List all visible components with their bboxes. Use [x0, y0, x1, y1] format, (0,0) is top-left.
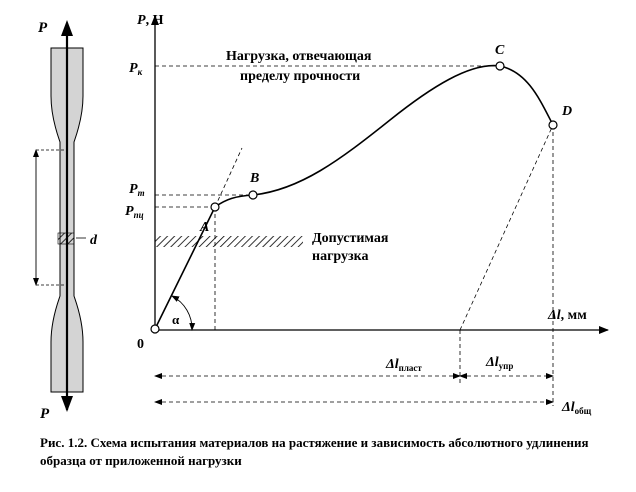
pk-label: Pк — [129, 61, 143, 77]
allowable-load-label-2: нагрузка — [312, 249, 369, 264]
pt-label: Pт — [129, 182, 145, 198]
angle-arc-icon — [171, 295, 196, 331]
guide-lines — [155, 65, 554, 406]
curve-points — [150, 61, 558, 334]
ultimate-load-label-2: пределу прочности — [240, 69, 360, 84]
point-a-label: A — [199, 220, 209, 235]
x-axis-label: Δl, мм — [547, 308, 587, 323]
unloading-line — [459, 124, 554, 331]
figure-caption: Рис. 1.2. Схема испытания материалов на … — [40, 435, 589, 468]
allowable-load-band — [155, 236, 303, 247]
point-d — [548, 120, 558, 130]
cross-section-hatch — [57, 232, 75, 245]
ppts-label: Pпц — [125, 204, 144, 220]
point-b — [248, 190, 258, 200]
load-elongation-curve — [154, 64, 554, 330]
ultimate-load-label-1: Нагрузка, отвечающая — [226, 49, 372, 64]
elongation-dimensions: Δlпласт Δlупр Δlобщ — [154, 330, 592, 416]
point-a — [210, 202, 220, 212]
force-arrow-bottom-icon — [61, 396, 73, 412]
specimen: P P d — [33, 20, 98, 422]
point-b-label: B — [249, 171, 259, 186]
point-c — [495, 61, 505, 71]
elastic-extension-line — [214, 147, 243, 208]
point-d-label: D — [561, 104, 572, 119]
allowable-load-label-1: Допустимая — [312, 231, 389, 246]
diameter-label: d — [90, 233, 98, 248]
angle-label: α — [172, 312, 180, 327]
elastic-elongation-label: Δlупр — [485, 355, 513, 371]
origin-point — [150, 324, 160, 334]
point-c-label: C — [495, 43, 505, 58]
force-arrow-top-icon — [61, 20, 73, 36]
plastic-elongation-label: Δlпласт — [385, 357, 422, 373]
axes: P, Н Δl, мм 0 — [137, 13, 609, 352]
y-axis-label: P, Н — [137, 13, 164, 28]
force-label-top: P — [38, 20, 48, 36]
force-label-bottom: P — [40, 406, 50, 422]
total-elongation-label: Δlобщ — [561, 400, 592, 416]
origin-label: 0 — [137, 337, 144, 352]
